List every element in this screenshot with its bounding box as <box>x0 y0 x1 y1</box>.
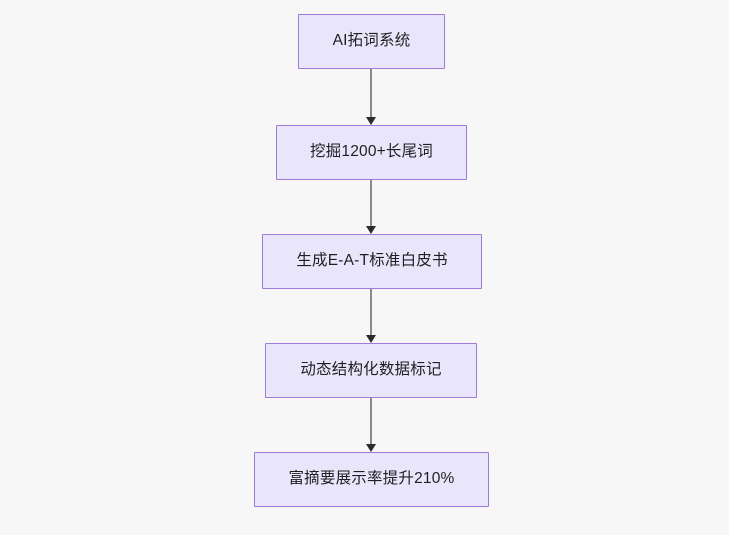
flow-node-label: 动态结构化数据标记 <box>300 361 442 379</box>
flow-node-ai-keyword-system[interactable]: AI拓词系统 <box>298 14 445 69</box>
arrowhead-icon <box>366 444 376 452</box>
flow-edge-4-to-5 <box>361 398 381 452</box>
flow-edge-3-to-4 <box>361 289 381 343</box>
edge-line <box>370 398 372 444</box>
edge-line <box>370 180 372 226</box>
flow-node-label: 生成E-A-T标准白皮书 <box>296 252 448 270</box>
edge-line <box>370 289 372 335</box>
flow-node-eat-whitepaper[interactable]: 生成E-A-T标准白皮书 <box>262 234 482 289</box>
arrowhead-icon <box>366 335 376 343</box>
arrowhead-icon <box>366 117 376 125</box>
flow-node-longtail-keywords[interactable]: 挖掘1200+长尾词 <box>276 125 467 180</box>
flow-node-rich-snippet-result[interactable]: 富摘要展示率提升210% <box>254 452 489 507</box>
flow-edge-2-to-3 <box>361 180 381 234</box>
flow-node-label: AI拓词系统 <box>332 32 411 50</box>
edge-line <box>370 69 372 117</box>
arrowhead-icon <box>366 226 376 234</box>
flow-node-label: 富摘要展示率提升210% <box>288 470 455 488</box>
flow-edge-1-to-2 <box>361 69 381 125</box>
flow-node-structured-data-markup[interactable]: 动态结构化数据标记 <box>265 343 477 398</box>
flow-node-label: 挖掘1200+长尾词 <box>309 143 434 161</box>
